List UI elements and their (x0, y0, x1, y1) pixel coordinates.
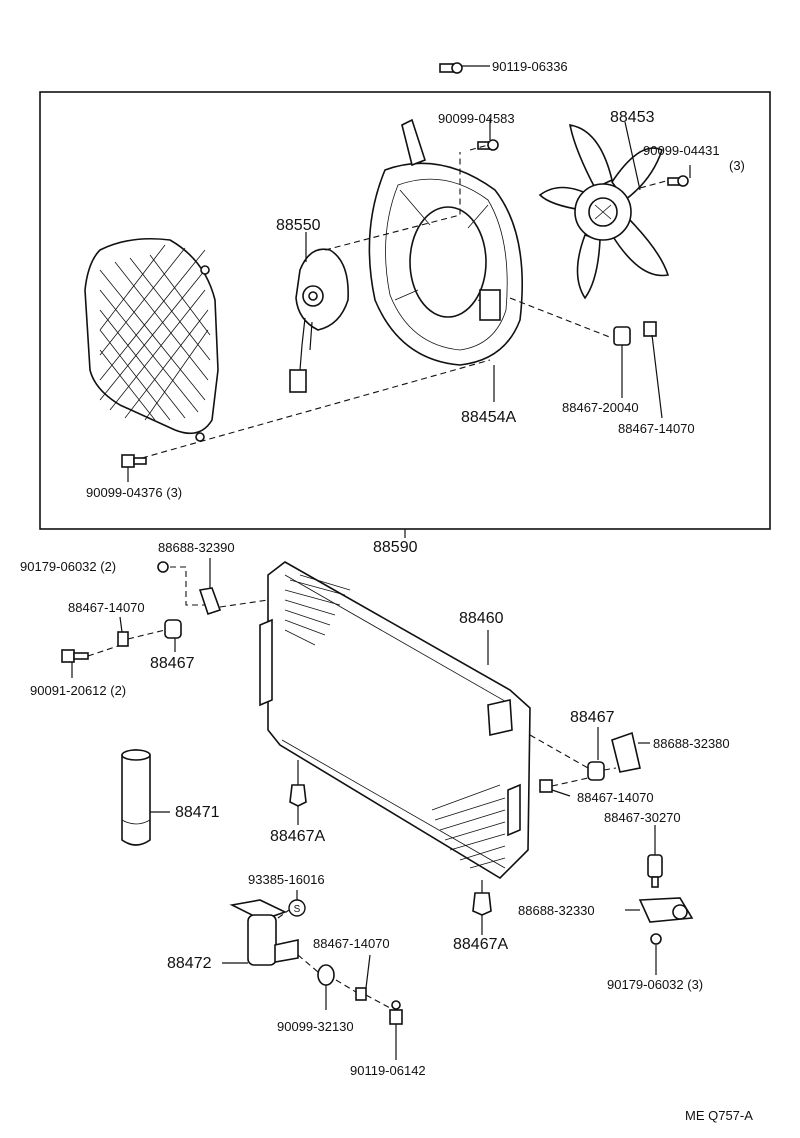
bolt-90119-06142 (389, 1000, 403, 1025)
nut-90179-06032-right (650, 933, 662, 945)
label-90119-06336: 90119-06336 (492, 59, 568, 74)
label-88467A-b: 88467A (453, 936, 508, 953)
label-90179-06032-2: 90179-06032 (2) (20, 559, 116, 574)
mount-88467-left (164, 619, 182, 639)
collar-88467-14070-lower (355, 987, 367, 1001)
nut-90179-06032-left (157, 561, 169, 573)
bolt-90091-20612 (61, 649, 89, 663)
label-88467-30270: 88467-30270 (604, 810, 681, 825)
collar-88467-14070 (643, 321, 657, 337)
label-88467A-a: 88467A (270, 828, 325, 845)
bolt-90119-06336 (439, 62, 463, 74)
condenser-part (259, 561, 531, 880)
label-88590: 88590 (373, 539, 418, 556)
collar-88467-14070-left (117, 631, 129, 647)
bracket-88472-part (229, 899, 299, 966)
label-88550: 88550 (276, 217, 321, 234)
label-88467-20040: 88467-20040 (562, 400, 639, 415)
label-90119-06142: 90119-06142 (350, 1063, 426, 1078)
fan-shroud-part (368, 118, 523, 366)
fan-blade-part (538, 124, 670, 300)
label-88688-32380: 88688-32380 (653, 736, 730, 751)
label-88453: 88453 (610, 109, 655, 126)
pressure-switch-88467-30270 (647, 854, 663, 888)
diagram-code: ME Q757-A (685, 1108, 753, 1123)
label-90099-04583: 90099-04583 (438, 111, 515, 126)
label-88467-a: 88467 (150, 655, 195, 672)
receiver-dryer-part (121, 749, 151, 846)
label-88460: 88460 (459, 610, 504, 627)
label-88467-14070-c: 88467-14070 (577, 790, 654, 805)
fan-motor-part (289, 248, 349, 393)
bracket-88688-32380 (611, 731, 641, 773)
label-88467-b: 88467 (570, 709, 615, 726)
grommet-88467-20040 (613, 326, 631, 346)
cushion-88467A-right (472, 892, 492, 916)
label-88688-32330: 88688-32330 (518, 903, 595, 918)
label-90099-04376: 90099-04376 (3) (86, 485, 182, 500)
label-88688-32390: 88688-32390 (158, 540, 235, 555)
label-88467-14070-d: 88467-14070 (313, 936, 390, 951)
label-90099-04431: 90099-04431 (643, 143, 720, 158)
bolt-90099-04431 (667, 175, 689, 187)
label-93385-16016: 93385-16016 (248, 872, 325, 887)
label-90099-04431-qty: (3) (729, 158, 745, 173)
label-88467-14070-a: 88467-14070 (618, 421, 695, 436)
collar-88467-14070-right (539, 779, 553, 793)
fan-guard-part (84, 237, 219, 442)
label-88467-14070-b: 88467-14070 (68, 600, 145, 615)
grommet-90099-32130 (317, 964, 335, 986)
label-90099-32130: 90099-32130 (277, 1019, 354, 1034)
bracket-88688-32390 (198, 587, 222, 616)
sticker-93385-16016: S (288, 899, 306, 917)
bracket-88688-32330 (638, 897, 694, 923)
frame-leader-lines (127, 65, 691, 482)
label-90179-06032-3: 90179-06032 (3) (607, 977, 703, 992)
mount-88467-right (587, 761, 605, 781)
bolt-90099-04376 (121, 454, 147, 468)
sticker-letter: S (294, 904, 301, 915)
label-88472: 88472 (167, 955, 212, 972)
label-88471: 88471 (175, 804, 220, 821)
bolt-90099-04583 (477, 139, 499, 151)
label-88454A: 88454A (461, 409, 516, 426)
cushion-88467A-left (289, 784, 307, 807)
condenser-leader-lines (71, 558, 657, 1060)
label-90091-20612: 90091-20612 (2) (30, 683, 126, 698)
